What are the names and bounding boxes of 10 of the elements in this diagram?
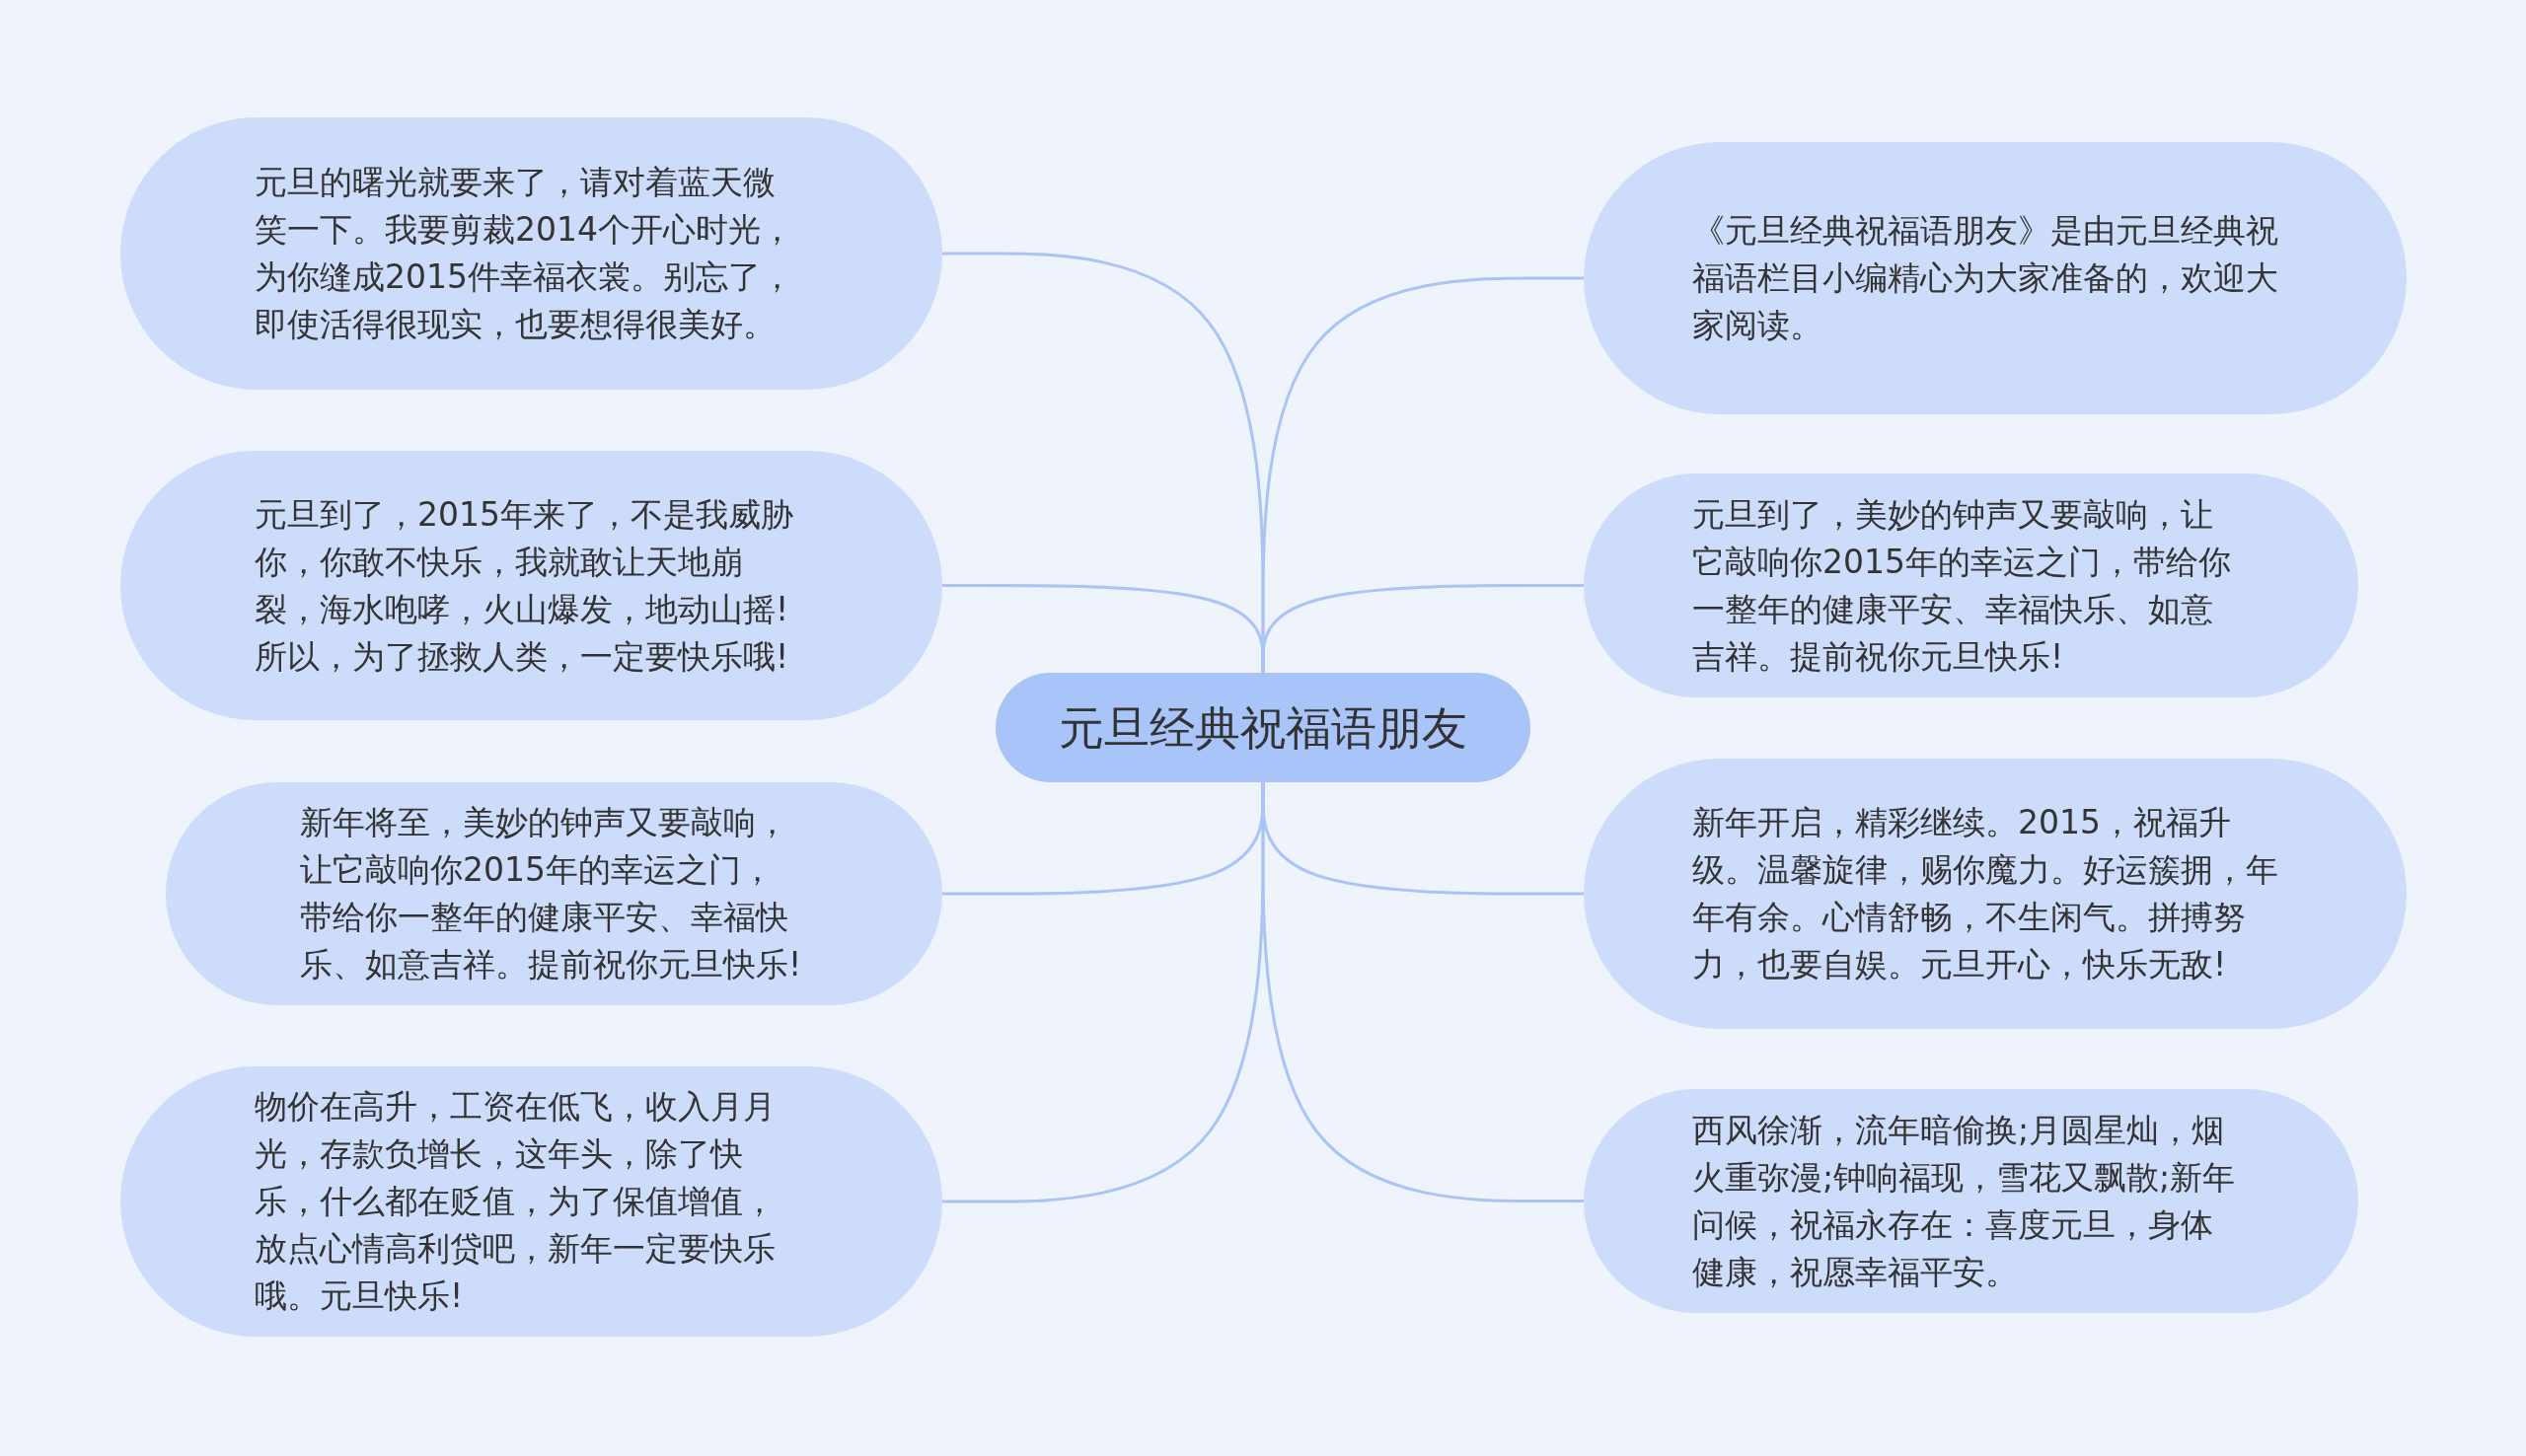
connector-line [1261, 584, 1584, 673]
title-text: 元旦经典祝福语朋友 [1059, 699, 1467, 756]
blessing-text: 西风徐渐，流年暗偷换;月圆星灿，烟火重弥漫;钟响福现，雪花又飘散;新年问候，祝福永存在：喜度元旦，身体健康，祝愿幸福平安。 [1692, 1109, 2237, 1293]
blessing-text: 物价在高升，工资在低飞，收入月月光，存款负增长，这年头，除了快乐，什么都在贬值，为了保值增值，放点心情高利贷吧，新年一定要快乐哦。元旦快乐! [255, 1086, 777, 1317]
blessing-text: 新年开启，精彩继续。2015，祝福升级。温馨旋律，赐你魔力。好运簇拥，年年有余。心情舒畅，不生闲气。拼搏努力，也要自娱。元旦开心，快乐无敌! [1692, 802, 2279, 985]
blessing-text: 元旦到了，美妙的钟声又要敲响，让它敲响你2015年的幸运之门，带给你一整年的健康平安、幸福快乐、如意吉祥。提前祝你元旦快乐! [1692, 493, 2232, 678]
blessing-text: 元旦的曙光就要来了，请对着蓝天微笑一下。我要剪裁2014个开心时光，为你缝成2015件幸福衣裳。别忘了，即使活得很现实，也要想得很美好。 [255, 162, 794, 345]
blessing-text: 元旦到了，2015年来了，不是我威胁你，你敢不快乐，我就敢让天地崩裂，海水咆哮，火山爆发，地动山摇!所以，为了拯救人类，一定要快乐哦! [255, 493, 794, 678]
blessing-text: 《元旦经典祝福语朋友》是由元旦经典祝福语栏目小编精心为大家准备的，欢迎大家阅读。 [1692, 210, 2279, 346]
blessing-text: 新年将至，美妙的钟声又要敲响，让它敲响你2015年的幸运之门，带给你一整年的健康平安、幸福快乐、如意吉祥。提前祝你元旦快乐! [300, 802, 803, 985]
